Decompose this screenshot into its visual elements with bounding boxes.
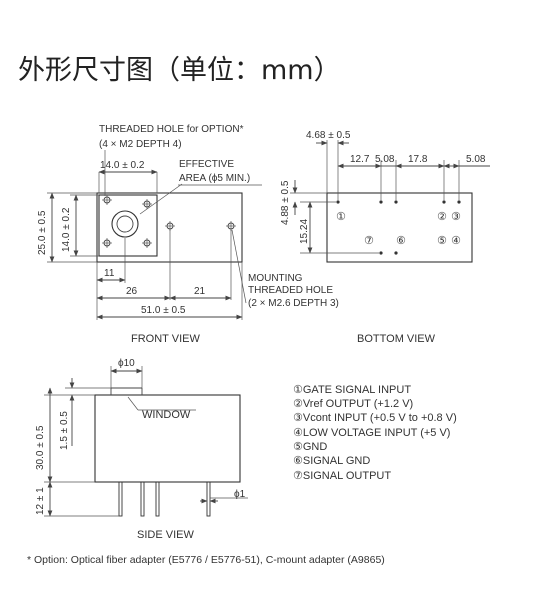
dim-phi10: ϕ10 xyxy=(118,358,135,369)
front-view: THREADED HOLE for OPTION* (4 × M2 DEPTH … xyxy=(37,124,339,345)
bottom-pins xyxy=(336,200,461,255)
effective-area-circle xyxy=(111,210,139,238)
dim-side-1-5: 1.5 ± 0.5 xyxy=(59,411,70,450)
mounting-label-1: MOUNTING xyxy=(248,273,303,284)
side-view-caption: SIDE VIEW xyxy=(137,529,194,541)
dim-front-top: 14.0 ± 0.2 xyxy=(100,160,145,171)
pin-7-label: ⑦ xyxy=(364,235,374,247)
footnote: * Option: Optical fiber adapter (E5776 /… xyxy=(27,554,385,566)
dim-12-7: 12.7 xyxy=(350,154,370,165)
mounting-spec: (2 × M2.6 DEPTH 3) xyxy=(248,298,339,309)
legend-item-6: ⑥SIGNAL GND xyxy=(293,455,370,467)
side-pins xyxy=(118,481,211,517)
side-body xyxy=(94,394,241,483)
dim-11: 11 xyxy=(104,268,115,279)
pin-3-label: ③ xyxy=(451,211,461,223)
dim-17-8: 17.8 xyxy=(408,154,428,165)
pin-2-label: ② xyxy=(437,211,447,223)
dim-front-inner-height: 14.0 ± 0.2 xyxy=(61,207,72,252)
legend-item-2: ②Vref OUTPUT (+1.2 V) xyxy=(293,398,413,410)
legend-item-5: ⑤GND xyxy=(293,441,327,453)
legend-item-7: ⑦SIGNAL OUTPUT xyxy=(293,470,391,482)
dim-bottom-top: 4.68 ± 0.5 xyxy=(306,130,351,141)
dim-front-width: 51.0 ± 0.5 xyxy=(141,305,186,316)
pin-legend: ①GATE SIGNAL INPUT ②Vref OUTPUT (+1.2 V)… xyxy=(293,384,457,482)
dim-26: 26 xyxy=(126,286,138,297)
legend-item-3: ③Vcont INPUT (+0.5 V to +0.8 V) xyxy=(293,412,457,424)
front-body xyxy=(96,192,243,263)
dim-21: 21 xyxy=(194,286,206,297)
effective-area-label: AREA (ϕ5 MIN.) xyxy=(179,173,250,184)
bottom-view-caption: BOTTOM VIEW xyxy=(357,333,436,345)
mounting-label-2: THREADED HOLE xyxy=(248,285,333,296)
threaded-hole-label: THREADED HOLE for OPTION* xyxy=(99,124,244,135)
pin-4-label: ④ xyxy=(451,235,461,247)
side-view: ϕ10 WINDOW ϕ1 30.0 ± 0.5 1.5 ± 0.5 12 ± … xyxy=(35,358,248,541)
threaded-hole-spec: (4 × M2 DEPTH 4) xyxy=(99,139,182,150)
dim-phi1: ϕ1 xyxy=(234,489,246,500)
page-title: 外形尺寸图（单位：mm） xyxy=(18,55,341,86)
front-view-caption: FRONT VIEW xyxy=(131,333,200,345)
dim-side-12: 12 ± 1 xyxy=(35,487,46,515)
pin-6-label: ⑥ xyxy=(396,235,406,247)
pin-5-label: ⑤ xyxy=(437,235,447,247)
dim-side-height: 30.0 ± 0.5 xyxy=(35,425,46,470)
dim-15-24: 15.24 xyxy=(299,219,310,244)
mounting-leader xyxy=(231,229,247,304)
dim-4-88: 4.88 ± 0.5 xyxy=(280,180,291,225)
effective-label: EFFECTIVE xyxy=(179,159,234,170)
dim-5-08a: 5.08 xyxy=(375,154,395,165)
legend-item-1: ①GATE SIGNAL INPUT xyxy=(293,384,411,396)
window-leader xyxy=(127,396,139,411)
dim-front-height: 25.0 ± 0.5 xyxy=(37,210,48,255)
front-window-square xyxy=(98,194,158,257)
window-label: WINDOW xyxy=(142,409,191,421)
option-holes xyxy=(102,195,152,248)
dim-5-08b: 5.08 xyxy=(466,154,486,165)
legend-item-4: ④LOW VOLTAGE INPUT (+5 V) xyxy=(293,427,450,439)
mounting-holes xyxy=(165,221,236,231)
effective-leader xyxy=(139,183,183,215)
bottom-body xyxy=(326,192,473,263)
bottom-view: ① ② ③ ⑦ ⑥ ⑤ ④ 4.68 ± 0.5 12.7 5.08 17.8 … xyxy=(280,130,490,345)
pin-1-label: ① xyxy=(336,211,346,223)
effective-area-inner xyxy=(116,215,134,233)
